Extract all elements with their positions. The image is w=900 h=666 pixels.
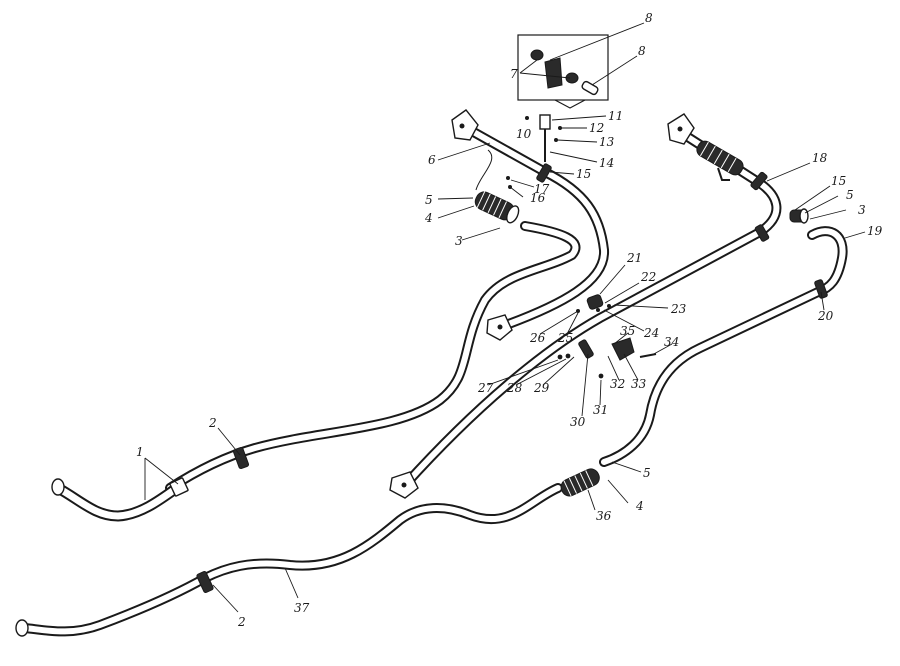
bracket-21 <box>586 294 604 310</box>
mufflers <box>474 140 809 497</box>
clamp-30 <box>578 339 594 359</box>
part-labels: 1 2 2 3 3 4 4 5 5 5 6 7 8 8 10 11 12 13 … <box>136 11 883 629</box>
label-part-6: 6 <box>428 153 436 167</box>
muffler-right-top <box>696 140 744 176</box>
bracket-33 <box>611 337 635 361</box>
label-part-13: 13 <box>599 135 615 149</box>
label-part-22: 22 <box>640 270 656 284</box>
clamp-20 <box>814 279 828 299</box>
label-part-12: 12 <box>589 121 604 135</box>
label-part-33: 33 <box>631 377 647 391</box>
label-part-15-right: 15 <box>831 174 846 188</box>
label-part-36: 36 <box>596 509 612 523</box>
clamp-15-left <box>536 163 552 183</box>
label-part-2-lower: 2 <box>237 615 246 629</box>
label-part-5-left: 5 <box>425 193 433 207</box>
hanger-right-top <box>717 167 730 181</box>
clamp-2-upper <box>232 446 250 470</box>
right-rear-pipe <box>599 226 848 467</box>
bolt-31 <box>598 373 604 379</box>
label-part-21: 21 <box>626 251 642 265</box>
hardware <box>475 114 730 379</box>
label-part-32: 32 <box>610 377 625 391</box>
pipe-end-left <box>51 478 65 496</box>
label-part-24: 24 <box>643 326 659 340</box>
clamp-1 <box>169 477 189 497</box>
muffler-right <box>560 468 600 497</box>
label-part-37: 37 <box>294 601 310 615</box>
label-part-4-right: 4 <box>635 499 644 513</box>
clamp-18 <box>750 171 768 191</box>
hanger-bracket <box>539 114 551 130</box>
label-part-11: 11 <box>608 109 623 123</box>
label-part-29: 29 <box>533 381 550 395</box>
label-part-3-left: 3 <box>455 234 463 248</box>
label-part-2-upper: 2 <box>208 416 217 430</box>
label-part-34: 34 <box>664 335 679 349</box>
label-part-18: 18 <box>812 151 828 165</box>
label-part-20: 20 <box>817 309 834 323</box>
bolt-10 <box>525 116 529 120</box>
inset-detail <box>517 34 609 109</box>
nut-25 <box>596 308 600 312</box>
label-part-8-top: 8 <box>645 11 653 25</box>
label-part-26: 26 <box>529 331 546 345</box>
nut-13 <box>554 138 558 142</box>
label-part-17: 17 <box>534 182 550 196</box>
bushing-7-left <box>530 49 544 61</box>
nut-23 <box>607 304 611 308</box>
clamp-2-lower <box>196 570 214 594</box>
label-part-5-right: 5 <box>643 466 651 480</box>
label-part-25: 25 <box>557 331 573 345</box>
bracket-8 <box>544 57 563 89</box>
label-part-30: 30 <box>570 415 586 429</box>
nut-27 <box>557 354 563 360</box>
clamp-right-front <box>754 224 770 242</box>
muffler-left <box>474 191 520 224</box>
wire-5 <box>475 149 493 191</box>
label-part-16: 16 <box>530 191 546 205</box>
pipes <box>20 125 848 637</box>
nut-12 <box>558 126 562 130</box>
label-part-15-left: 15 <box>576 167 591 181</box>
label-part-19: 19 <box>867 224 883 238</box>
label-part-8-pin: 8 <box>638 44 646 58</box>
label-part-31: 31 <box>593 403 608 417</box>
label-part-23: 23 <box>670 302 687 316</box>
label-part-1: 1 <box>136 445 144 459</box>
label-part-7: 7 <box>510 67 518 81</box>
bolt-16 <box>506 176 510 180</box>
left-intermediate-pipe <box>165 221 581 493</box>
clamps <box>169 163 828 594</box>
flanges <box>15 109 695 637</box>
nut-28 <box>565 353 571 359</box>
pipe-end-lower-left <box>15 619 29 637</box>
label-part-27: 27 <box>477 381 494 395</box>
label-part-28: 28 <box>506 381 523 395</box>
leader-lines <box>144 22 866 613</box>
label-part-5-right-top: 5 <box>846 188 854 202</box>
label-part-10: 10 <box>516 127 532 141</box>
flange-left-top <box>451 109 479 141</box>
label-part-3-right: 3 <box>858 203 866 217</box>
label-part-35: 35 <box>620 324 635 338</box>
label-part-4-left: 4 <box>424 211 433 225</box>
label-part-14: 14 <box>599 156 614 170</box>
